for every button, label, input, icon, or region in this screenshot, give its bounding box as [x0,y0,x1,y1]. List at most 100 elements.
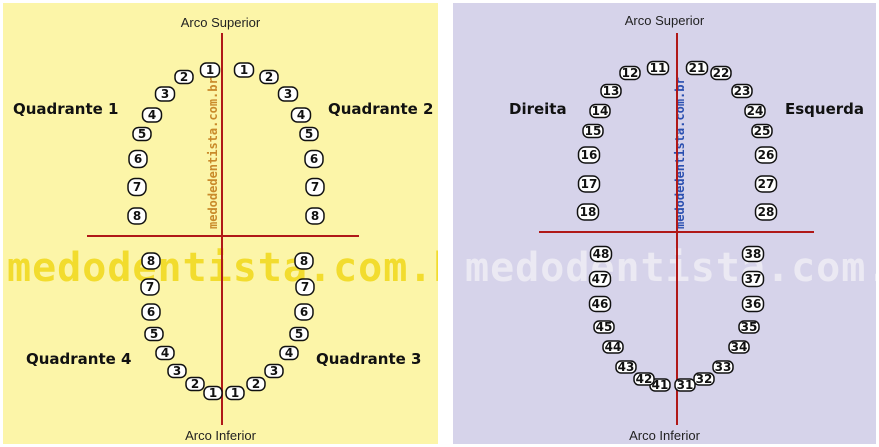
tooth-shape [289,326,309,342]
tooth-shape [294,252,314,270]
tooth-shape [712,360,734,374]
tooth-q1-2: 2 [174,69,194,85]
tooth-number: 15 [585,124,602,138]
tooth-q3-4: 4 [279,345,299,361]
tooth-number: 6 [300,305,308,319]
tooth-shape [174,69,194,85]
tooth-number: 7 [146,280,154,294]
tooth-number: 3 [173,364,181,378]
tooth-q2-4: 4 [290,107,312,123]
tooth-q4-6: 6 [141,303,161,321]
tooth-q3-2: 2 [246,376,266,392]
tooth-q3-3: 33 [712,360,734,374]
tooth-shape [264,363,284,379]
tooth-shape [646,60,670,76]
tooth-number: 37 [745,272,762,286]
tooth-shape [593,320,615,334]
tooth-number: 4 [161,346,169,360]
tooth-q3-6: 6 [294,303,314,321]
tooth-number: 3 [284,87,292,101]
tooth-number: 47 [592,272,609,286]
tooth-number: 33 [715,360,732,374]
tooth-q4-3: 43 [615,360,637,374]
watermark-text: medodentista.com.br [465,245,876,291]
tooth-q1-8: 8 [127,207,147,225]
tooth-number: 2 [265,70,273,84]
tooth-shape [728,340,750,354]
quadrant-3-label: Quadrante 3 [316,350,422,368]
tooth-shape [141,107,163,123]
tooth-shape [685,60,709,76]
tooth-q1-5: 15 [582,123,604,139]
tooth-q2-6: 26 [754,146,778,164]
tooth-shape [577,146,601,164]
tooth-number: 3 [161,87,169,101]
tooth-shape [154,86,176,102]
tooth-q4-2: 2 [185,376,205,392]
tooth-number: 25 [754,124,771,138]
tooth-q2-5: 25 [751,123,773,139]
tooth-shape [615,360,637,374]
tooth-shape [741,295,765,313]
tooth-number: 43 [618,360,635,374]
tooth-number: 17 [581,177,598,191]
tooth-shape [741,270,765,288]
tooth-shape [295,278,315,296]
tooth-number: 2 [191,377,199,391]
tooth-q4-6: 46 [588,295,612,313]
lower-arch-label: Arco Inferior [185,428,256,443]
tooth-number: 8 [311,209,319,223]
tooth-shape [144,326,164,342]
tooth-q2-7: 7 [305,177,325,197]
tooth-shape [741,245,765,263]
tooth-number: 44 [605,340,622,354]
tooth-q4-4: 44 [602,340,624,354]
tooth-number: 32 [696,372,713,386]
tooth-shape [588,270,612,288]
tooth-shape [751,123,773,139]
tooth-q3-5: 35 [738,320,760,334]
tooth-q1-5: 5 [132,126,152,142]
tooth-shape [225,385,245,401]
right-panel: medodentista.com.br Arco Superior Arco I… [453,3,876,444]
tooth-shape [693,372,715,386]
tooth-q2-2: 22 [710,65,732,81]
tooth-q1-2: 12 [619,65,641,81]
tooth-q2-3: 23 [731,83,753,99]
tooth-q3-3: 3 [264,363,284,379]
tooth-q4-2: 42 [633,372,655,386]
tooth-shape [305,177,325,197]
tooth-number: 22 [713,66,730,80]
tooth-number: 28 [758,205,775,219]
tooth-q2-1: 1 [233,62,255,78]
tooth-q3-2: 32 [693,372,715,386]
tooth-shape [588,295,612,313]
tooth-number: 26 [758,148,775,162]
tooth-shape [731,83,753,99]
tooth-shape [582,123,604,139]
quadrant-2-label: Quadrante 2 [328,100,434,118]
tooth-number: 1 [209,386,217,400]
tooth-q4-8: 8 [141,252,161,270]
tooth-number: 27 [758,177,775,191]
tooth-shape [754,203,778,221]
tooth-number: 46 [592,297,609,311]
tooth-shape [279,345,299,361]
tooth-number: 2 [252,377,260,391]
tooth-number: 35 [741,320,758,334]
tooth-q1-3: 3 [154,86,176,102]
tooth-shape [127,177,147,197]
tooth-shape [127,207,147,225]
quadrant-4-label: Quadrante 4 [26,350,132,368]
tooth-number: 1 [240,63,248,77]
tooth-shape [277,86,299,102]
quadrant-1-label: Quadrante 1 [13,100,119,118]
tooth-shape [754,146,778,164]
tooth-q1-6: 16 [577,146,601,164]
tooth-shape [305,207,325,225]
tooth-q3-6: 36 [741,295,765,313]
tooth-shape [167,363,187,379]
